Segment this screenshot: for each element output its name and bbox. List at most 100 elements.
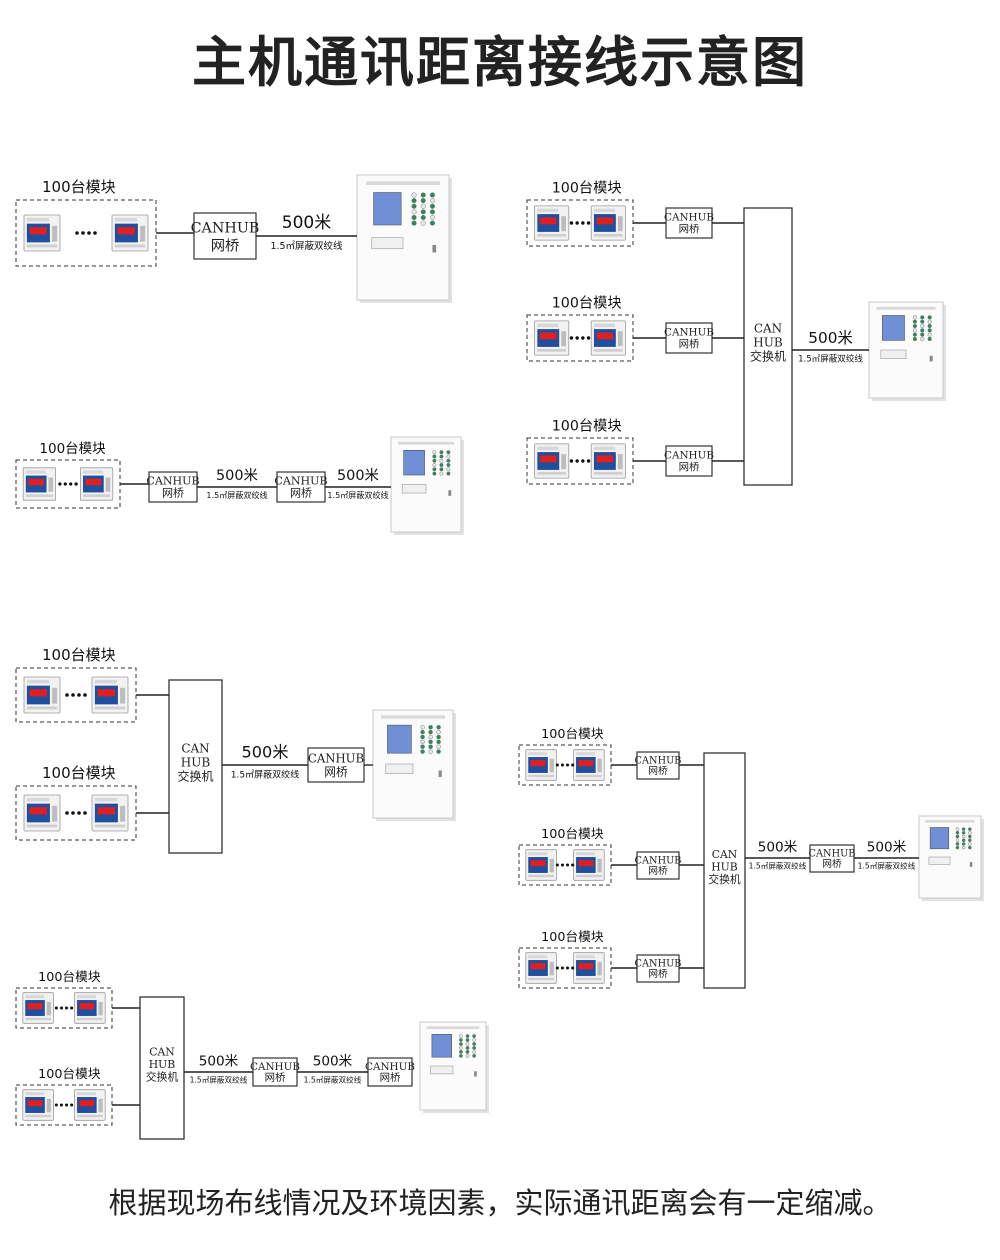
bridge-label: 网桥 (265, 1072, 286, 1084)
module-group-label: 100台模块 (38, 970, 101, 985)
canhub-label: CANHUB (274, 475, 327, 488)
canhub-label: CANHUB (308, 751, 364, 765)
meter-module-icon (23, 676, 61, 714)
bridge-label: 网桥 (679, 339, 700, 351)
switch-label-can: CAN (181, 742, 209, 756)
module-group-label: 100台模块 (541, 727, 604, 742)
cable-label: 1.5㎡屏蔽双绞线 (798, 353, 863, 365)
module-group-label: 100台模块 (39, 441, 106, 457)
meter-module-icon (573, 749, 605, 781)
canhub-label: CANHUB (191, 220, 260, 236)
distance-label: 500米 (808, 329, 853, 347)
meter-module-icon (573, 849, 605, 881)
ellipsis-dots (65, 811, 87, 815)
module-group-label: 100台模块 (42, 764, 116, 782)
bridge-label: 网桥 (211, 238, 240, 255)
canhub-bridge-box (367, 1057, 413, 1087)
module-group-label: 100台模块 (42, 646, 116, 664)
meter-module-icon (590, 320, 626, 356)
module-group-box (15, 199, 157, 267)
meter-module-icon (534, 320, 570, 356)
meter-module-icon (573, 952, 605, 984)
canhub-bridge-box (252, 1057, 298, 1087)
can-hub-switch-box (703, 752, 746, 989)
canhub-label: CANHUB (365, 1061, 415, 1073)
switch-label-hub: HUB (711, 861, 738, 874)
switch-label-can: CAN (754, 322, 782, 336)
ellipsis-dots (555, 863, 575, 867)
canhub-bridge-box (148, 471, 198, 503)
switch-label-can: CAN (149, 1045, 175, 1058)
canhub-bridge-box (636, 851, 680, 880)
bridge-label: 网桥 (380, 1072, 401, 1084)
cable-label: 1.5㎡屏蔽双绞线 (206, 490, 267, 500)
switch-label-can: CAN (712, 848, 738, 861)
ellipsis-dots (555, 763, 575, 767)
module-group-label: 100台模块 (42, 178, 116, 196)
host-controller-cabinet (868, 301, 946, 401)
ellipsis-dots (555, 966, 575, 970)
footer-note: 根据现场布线情况及环境因素，实际通讯距离会有一定缩减。 (108, 1186, 892, 1220)
canhub-label: CANHUB (146, 475, 199, 488)
bridge-label: 网桥 (679, 462, 700, 474)
bridge-label: 网桥 (290, 487, 312, 500)
distance-label: 500米 (337, 467, 379, 484)
distance-label: 500米 (313, 1054, 353, 1070)
bridge-label: 网桥 (822, 858, 842, 870)
bridge-label: 网桥 (648, 765, 668, 777)
bridge-label: 网桥 (324, 765, 348, 779)
canhub-label: CANHUB (635, 958, 682, 969)
meter-module-icon (525, 952, 557, 984)
ellipsis-dots (569, 459, 591, 463)
meter-module-icon (534, 443, 570, 479)
meter-module-icon (111, 214, 149, 252)
meter-module-icon (525, 749, 557, 781)
bridge-label: 网桥 (679, 224, 700, 236)
meter-module-icon (22, 467, 57, 501)
meter-module-icon (91, 794, 129, 832)
distance-label: 500米 (758, 840, 798, 856)
meter-module-icon (91, 676, 129, 714)
switch-label-switch: 交换机 (708, 872, 741, 886)
canhub-label: CANHUB (250, 1061, 300, 1073)
meter-module-icon (23, 794, 61, 832)
module-group-label: 100台模块 (552, 179, 622, 196)
ellipsis-dots (54, 1103, 74, 1107)
canhub-bridge-box (193, 212, 257, 260)
module-group-label: 100台模块 (552, 294, 622, 311)
distance-label: 500米 (216, 467, 258, 484)
page-title: 主机通讯距离接线示意图 (192, 31, 808, 94)
cable-label: 1.5㎡屏蔽双绞线 (858, 860, 916, 870)
cable-label: 1.5㎡屏蔽双绞线 (304, 1074, 362, 1084)
switch-label-switch: 交换机 (750, 349, 786, 364)
bridge-label: 网桥 (648, 968, 668, 980)
switch-label-hub: HUB (753, 336, 783, 350)
canhub-label: CANHUB (664, 212, 714, 224)
bridge-label: 网桥 (648, 865, 668, 877)
cable-label: 1.5㎡屏蔽双绞线 (270, 240, 343, 252)
meter-module-icon (525, 849, 557, 881)
switch-label-switch: 交换机 (146, 1070, 179, 1084)
cable-label: 1.5㎡屏蔽双绞线 (231, 768, 299, 780)
can-hub-switch-box (743, 207, 793, 486)
meter-module-icon (534, 205, 570, 241)
canhub-bridge-box (307, 747, 365, 783)
switch-label-hub: HUB (149, 1058, 176, 1071)
host-controller-cabinet (372, 709, 456, 821)
canhub-label: CANHUB (635, 855, 682, 866)
meter-module-icon (23, 214, 61, 252)
distance-label: 500米 (867, 840, 907, 856)
meter-module-icon (590, 205, 626, 241)
bridge-label: 网桥 (162, 487, 184, 500)
can-hub-switch-box (139, 996, 185, 1140)
meter-module-icon (590, 443, 626, 479)
ellipsis-dots (54, 1006, 74, 1010)
host-controller-cabinet (356, 174, 452, 303)
canhub-label: CANHUB (809, 848, 856, 859)
meter-module-icon (22, 992, 54, 1024)
meter-module-icon (74, 992, 106, 1024)
distance-label: 500米 (242, 742, 289, 761)
ellipsis-dots (569, 221, 591, 225)
cable-label: 1.5㎡屏蔽双绞线 (190, 1074, 248, 1084)
module-group-label: 100台模块 (541, 827, 604, 842)
